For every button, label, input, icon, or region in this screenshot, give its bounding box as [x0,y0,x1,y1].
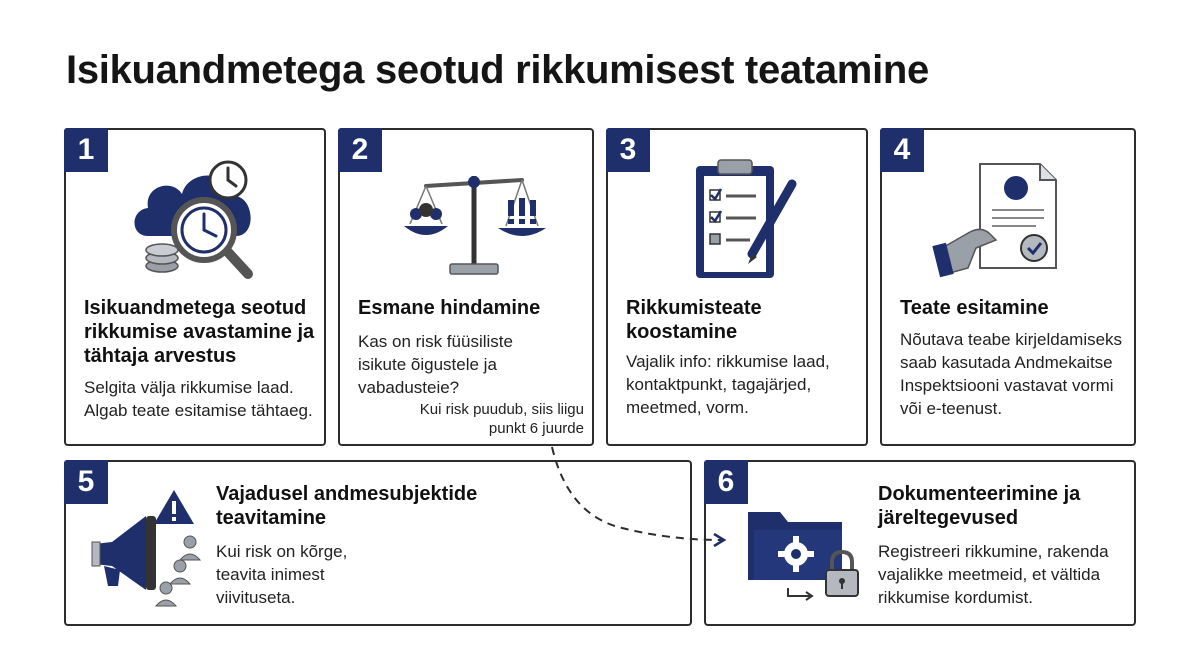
step-number-badge: 3 [606,128,650,172]
step-number-badge: 6 [704,460,748,504]
step-card-3: 3 Rikkumisteate koostamine Vajalik info:… [606,128,868,446]
balance-scale-icon [404,176,546,275]
step-description: Vajalik info: rikkumise laad, kontaktpun… [626,352,830,417]
hand-document-icon [932,163,1057,278]
step-number-badge: 5 [64,460,108,504]
step-description: Kas on risk füüsiliste isikute õigustele… [358,332,513,397]
step-card-5: 5 Vajadusel andmesubjektide teavitamine … [64,460,692,626]
step-number-badge: 4 [880,128,924,172]
step-heading: Vajadusel andmesubjektide teavitamine [216,483,478,529]
step-card-2: 2 Esmane hindamine Kas on risk füüsilist… [338,128,594,446]
step-heading: Esmane hindamine [358,297,541,319]
step-card-4: 4 Teate esitamine Nõutava teabe kirjelda… [880,128,1136,446]
step-description: Kui risk on kõrge, teavita inimest viivi… [216,542,348,607]
step-heading: Isikuandmetega seotud rikkumise avastami… [84,297,315,367]
cloud-magnifier-clock-icon [134,160,253,279]
page-title: Isikuandmetega seotud rikkumisest teatam… [66,48,929,92]
step-number-badge: 2 [338,128,382,172]
step-description: Nõutava teabe kirjeldamiseks saab kasuta… [900,330,1123,418]
step-description: Selgita välja rikkumise laad. Algab teat… [84,378,313,420]
step-heading: Rikkumisteate koostamine [626,297,762,343]
clipboard-checklist-icon [696,159,797,278]
step-heading: Dokumenteerimine ja järeltegevused [878,483,1081,529]
step-card-6: 6 Dokumenteerimine ja järeltegevused Reg… [704,460,1136,626]
step-description: Registreeri rikkumine, rakenda vajalikke… [878,542,1109,607]
step-number-badge: 1 [64,128,108,172]
step-heading: Teate esitamine [900,297,1049,319]
folder-lock-icon [748,512,859,601]
megaphone-warning-icon [91,490,202,607]
skip-note: Kui risk puudub, siis liigu punkt 6 juur… [419,401,584,437]
step-card-1: 1 Isikuandmetega seotud rikkumise avasta… [64,128,326,446]
